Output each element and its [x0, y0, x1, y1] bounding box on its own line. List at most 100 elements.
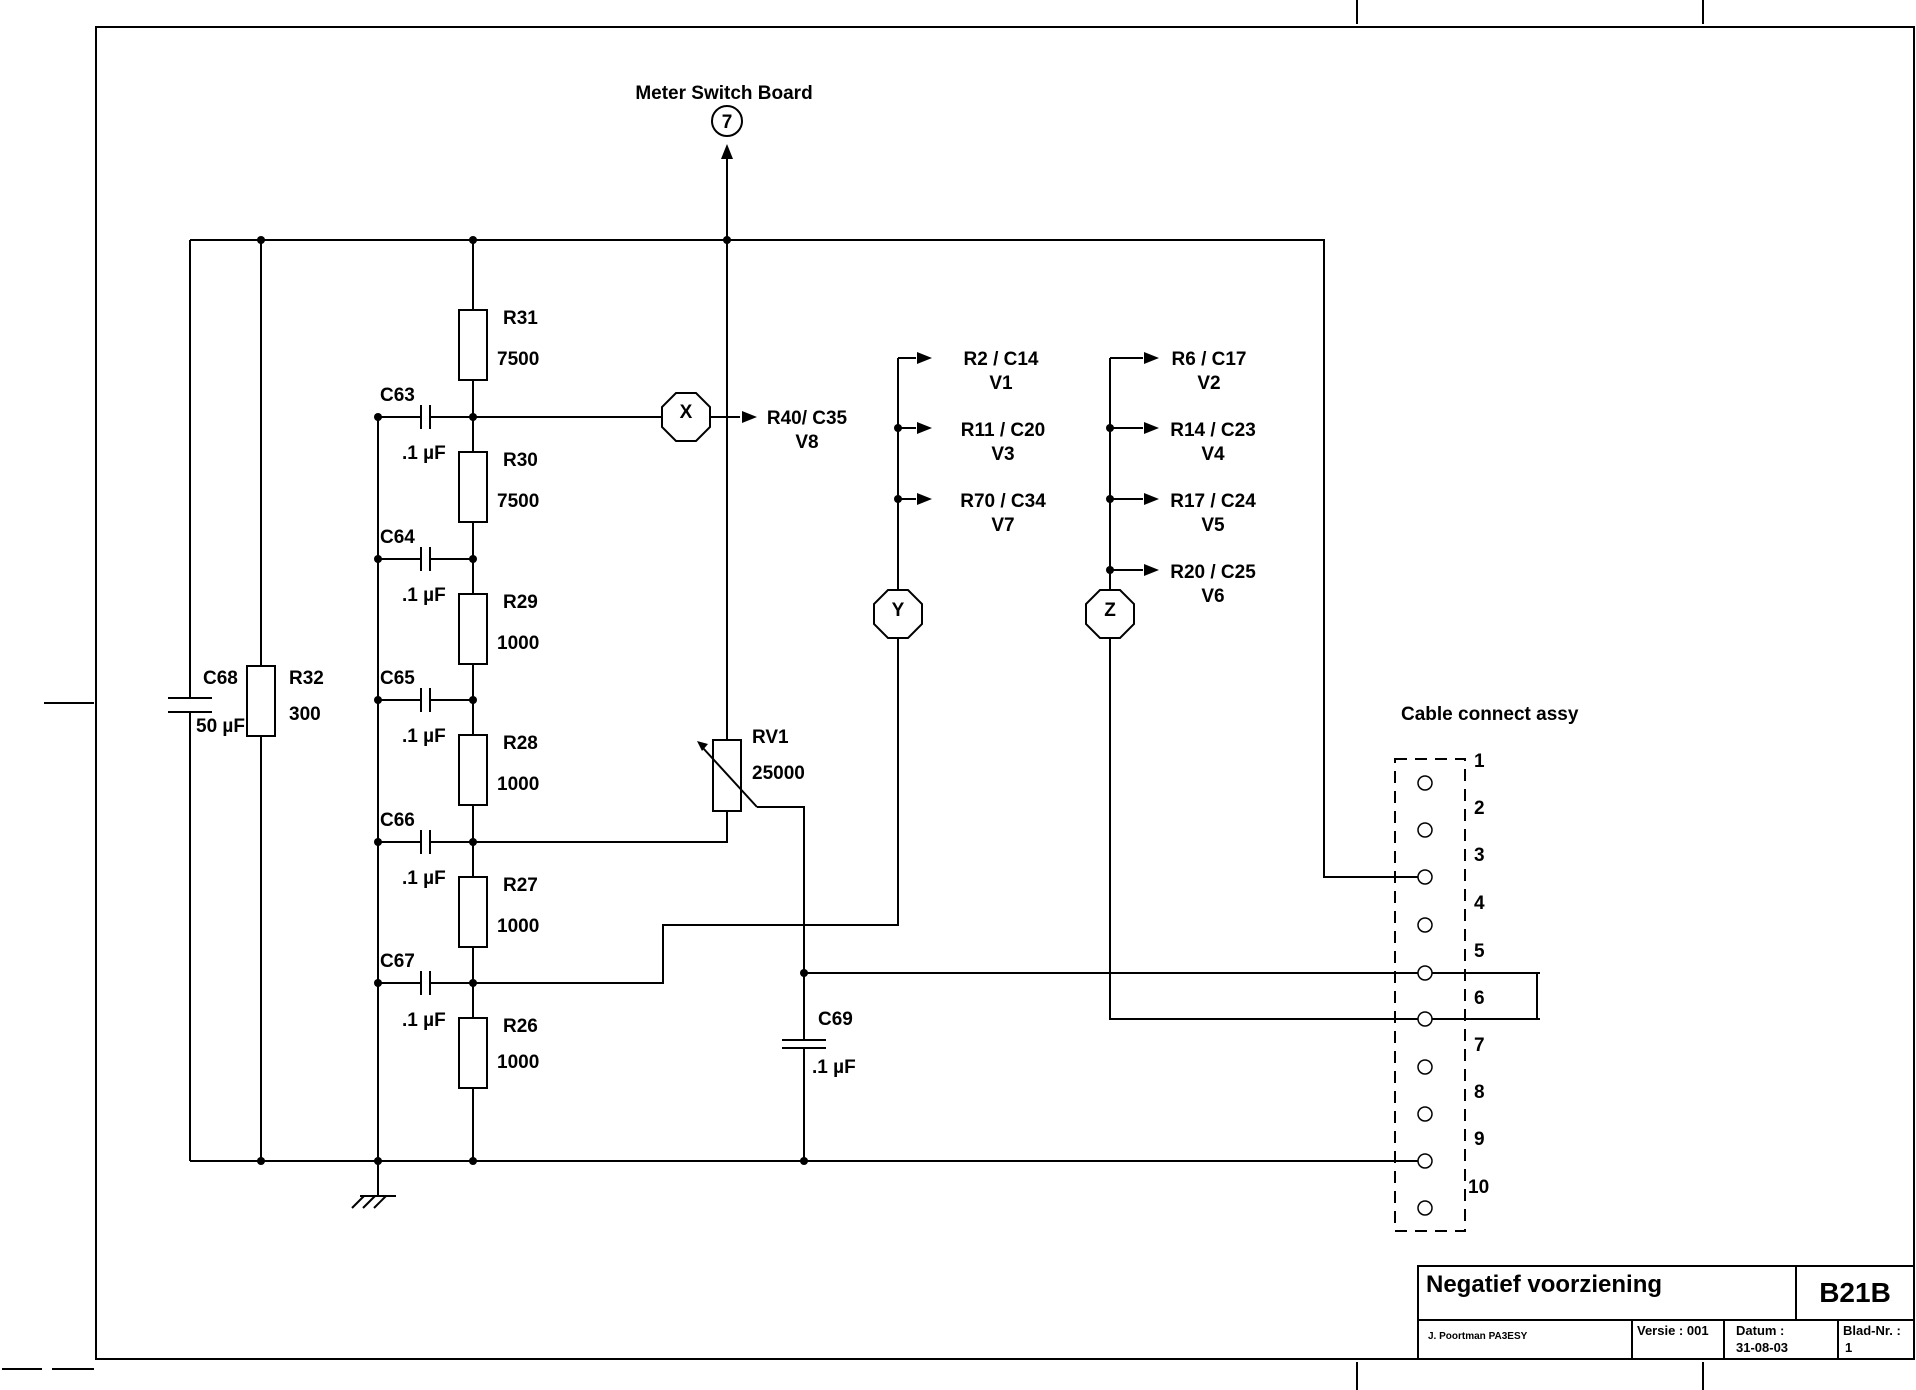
junction-dot: [894, 424, 902, 432]
junction-dot: [469, 555, 477, 563]
resistor-body: [458, 451, 488, 523]
junction-dot: [800, 969, 808, 977]
junction-dot: [374, 838, 382, 846]
capacitor-ref: C65: [380, 668, 415, 689]
capacitor-c69: C69 .1 µF: [782, 1009, 856, 1078]
connector-number: 7: [722, 112, 733, 133]
octagon-node: [661, 392, 711, 442]
resistor-r26: R26 1000: [458, 1016, 539, 1089]
pin-number: 8: [1474, 1082, 1485, 1103]
capacitor-c63: C63 .1 µF: [378, 385, 473, 464]
date-label: Datum :: [1736, 1323, 1784, 1338]
arrow-right-icon: [917, 493, 932, 505]
drawing-title: Negatief voorziening: [1426, 1271, 1662, 1298]
pin-terminal: [1417, 775, 1433, 791]
destination-line1: R40/ C35: [767, 408, 848, 429]
pin-number: 10: [1468, 1177, 1489, 1198]
capacitor-value: .1 µF: [402, 726, 446, 747]
junction-dot: [1106, 424, 1114, 432]
pin-number: 1: [1474, 751, 1485, 772]
octagon-node: [873, 589, 923, 639]
resistor-value: 300: [289, 704, 321, 725]
hub-z: Z R6 / C17 V2 R14 / C23 V4 R17 / C24 V5 …: [1085, 349, 1256, 639]
resistor-r32: R32 300: [246, 665, 324, 737]
destination-line1: R17 / C24: [1170, 491, 1256, 512]
pin-number: 6: [1474, 988, 1485, 1009]
resistor-ref: R29: [503, 592, 538, 613]
capacitor-c66: C66 .1 µF: [378, 810, 473, 889]
destination-line2: V1: [989, 373, 1013, 394]
resistor-body: [458, 593, 488, 665]
capacitor-ref: C69: [818, 1009, 853, 1030]
pin-terminal: [1417, 965, 1433, 981]
destination-line2: V7: [991, 515, 1014, 536]
junction-dot: [374, 555, 382, 563]
cable-connector: Cable connect assy 1 2 3 4 5 6 7 8 9 10: [1394, 704, 1579, 1232]
resistor-body: [246, 665, 276, 737]
pin-terminal: [1417, 1200, 1433, 1216]
capacitor-value: 50 µF: [196, 716, 245, 737]
wire: [1109, 637, 1540, 1020]
resistor-r29: R29 1000: [458, 592, 539, 665]
capacitor-value: .1 µF: [812, 1057, 856, 1078]
hub-label: X: [680, 402, 693, 423]
wiper-arrow-icon: [697, 741, 708, 751]
resistor-ref: R32: [289, 668, 324, 689]
junction-dot: [1106, 495, 1114, 503]
ground-hatch: [362, 1195, 376, 1209]
junction-dot: [257, 1157, 265, 1165]
capacitor-value: .1 µF: [402, 443, 446, 464]
pin-terminal: [1417, 1153, 1433, 1169]
junction-dot: [374, 413, 382, 421]
version: Versie : 001: [1637, 1323, 1709, 1338]
wire: [473, 811, 728, 843]
resistor-body: [458, 876, 488, 948]
destination-line1: R11 / C20: [961, 420, 1046, 441]
resistor-body: [458, 734, 488, 806]
resistor-r27: R27 1000: [458, 875, 539, 948]
hub-y: Y R2 / C14 V1 R11 / C20 V3 R70 / C34 V7: [873, 349, 1046, 639]
junction-dot: [800, 1157, 808, 1165]
junction-dot: [374, 979, 382, 987]
resistor-ref: R27: [503, 875, 538, 896]
connector-circle: [711, 105, 743, 137]
destination-line1: R20 / C25: [1170, 562, 1256, 583]
pin-terminal: [1417, 822, 1433, 838]
pin-terminal: [1417, 917, 1433, 933]
arrow-right-icon: [1144, 422, 1159, 434]
capacitor-ref: C66: [380, 810, 415, 831]
pin-number: 5: [1474, 941, 1485, 962]
resistor-body: [458, 309, 488, 381]
junction-dot: [469, 696, 477, 704]
resistor-value: 7500: [497, 491, 539, 512]
border-rect: [95, 26, 1915, 1360]
pin-terminal: [1417, 1011, 1433, 1027]
junction-dot: [374, 696, 382, 704]
resistor-r28: R28 1000: [458, 733, 539, 806]
destination-line1: R2 / C14: [964, 349, 1039, 370]
junction-dot: [469, 838, 477, 846]
pin-terminal: [1417, 1059, 1433, 1075]
meter-switch-board: Meter Switch Board 7: [635, 83, 813, 240]
ground-hatch: [373, 1195, 387, 1209]
junction-dot: [469, 413, 477, 421]
destination-line2: V8: [795, 432, 818, 453]
arrow-right-icon: [1144, 493, 1159, 505]
capacitor-c65: C65 .1 µF: [378, 668, 473, 747]
junction-dot: [1106, 566, 1114, 574]
destination-line2: V4: [1201, 444, 1225, 465]
capacitor-c64: C64 .1 µF: [378, 527, 473, 606]
resistor-value: 1000: [497, 633, 539, 654]
resistor-ref: R26: [503, 1016, 538, 1037]
resistor-r31: R31 7500: [458, 308, 539, 381]
meter-switch-board-label: Meter Switch Board: [635, 83, 812, 104]
pin-terminal: [1417, 1106, 1433, 1122]
arrow-right-icon: [917, 422, 932, 434]
destination-line2: V2: [1197, 373, 1220, 394]
author: J. Poortman PA3ESY: [1428, 1331, 1528, 1342]
octagon-node: [1085, 589, 1135, 639]
capacitor-ref: C63: [380, 385, 415, 406]
junction-dot: [469, 979, 477, 987]
resistor-ref: R28: [503, 733, 538, 754]
